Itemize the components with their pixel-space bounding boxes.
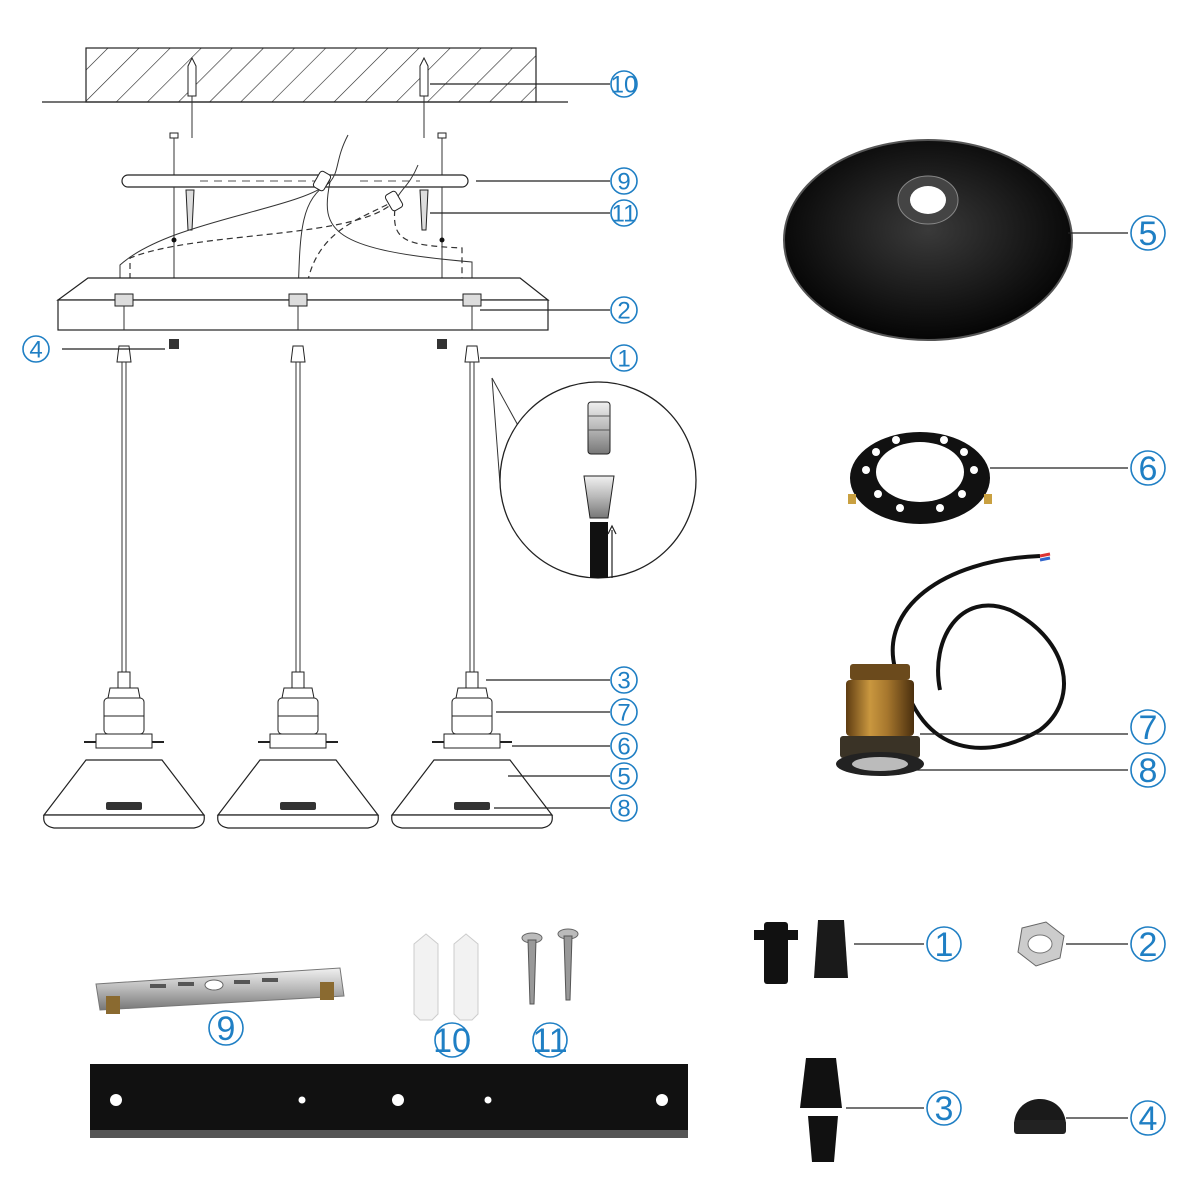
bracket-screw-right [437, 132, 447, 175]
svg-text:5: 5 [617, 764, 630, 791]
svg-text:9: 9 [217, 1010, 236, 1048]
svg-text:7: 7 [1139, 709, 1158, 747]
svg-text:1: 1 [935, 926, 954, 964]
label-8-right: 8 [1130, 752, 1166, 790]
label-2-bottom: 2 [1130, 926, 1166, 964]
label-10-bottom: 10 [433, 1022, 471, 1060]
label-2-top: 2 [610, 296, 638, 325]
svg-text:3: 3 [935, 1090, 954, 1128]
label-6-right: 6 [1130, 450, 1166, 488]
canopy-nut-middle [288, 293, 308, 330]
lamp-shade-part [783, 139, 1073, 341]
svg-text:2: 2 [1139, 926, 1158, 964]
mounting-bracket [121, 174, 469, 188]
svg-text:7: 7 [617, 700, 630, 727]
label-10-top: 10 [610, 70, 638, 99]
cap-nut-right [437, 339, 447, 349]
label-11-bottom: 11 [532, 1022, 568, 1060]
bracket-screw-left [169, 132, 179, 175]
svg-text:4: 4 [1139, 1100, 1158, 1138]
cap-nut-left [169, 339, 179, 349]
wall-anchor-left [187, 56, 197, 138]
leader-lines-left [62, 83, 610, 809]
label-9-top: 9 [610, 167, 638, 196]
svg-text:4: 4 [29, 337, 42, 364]
screws-part [521, 928, 579, 1005]
label-3-bottom: 3 [926, 1090, 962, 1128]
wall-anchors-part [413, 933, 479, 1021]
label-7-right: 7 [1130, 709, 1166, 747]
svg-text:1: 1 [617, 346, 630, 373]
lamp-socket-with-cord-part [836, 552, 1066, 776]
cord-strain-relief-part [800, 1058, 842, 1162]
label-6-top: 6 [610, 732, 638, 761]
hex-nut-part [1017, 921, 1065, 967]
label-5-top: 5 [610, 762, 638, 791]
svg-text:3: 3 [617, 668, 630, 695]
ceiling [42, 47, 568, 103]
canopy-base-plate-part [90, 1064, 688, 1138]
cap-nut-part [1014, 1099, 1066, 1134]
svg-text:9: 9 [617, 169, 630, 196]
wall-anchor-right [419, 56, 429, 138]
svg-text:11: 11 [532, 1022, 567, 1060]
svg-text:5: 5 [1139, 215, 1158, 253]
cable-grip-part [754, 920, 848, 984]
svg-text:6: 6 [617, 734, 630, 761]
canopy-nut-left [114, 293, 134, 330]
pendant-middle [216, 345, 380, 829]
label-7-top: 7 [610, 698, 638, 727]
svg-text:2: 2 [617, 298, 630, 325]
label-4-bottom: 4 [1130, 1100, 1166, 1138]
wiring [119, 134, 473, 301]
svg-text:8: 8 [617, 796, 630, 823]
pendant-right [390, 345, 554, 829]
svg-text:11: 11 [612, 201, 637, 228]
svg-text:10: 10 [611, 72, 638, 99]
label-1-bottom: 1 [926, 926, 962, 964]
label-5-right: 5 [1130, 215, 1166, 253]
label-11-top: 11 [610, 199, 638, 228]
svg-text:6: 6 [1139, 450, 1158, 488]
label-8-top: 8 [610, 794, 638, 823]
label-9-bottom: 9 [208, 1010, 244, 1048]
mounting-bracket-part [95, 967, 345, 1014]
shade-ring-part [848, 432, 992, 524]
pendant-left [42, 345, 206, 829]
svg-text:10: 10 [433, 1022, 471, 1060]
cable-grip-detail-callout [491, 377, 697, 579]
canopy-nut-right [462, 293, 482, 330]
label-3-top: 3 [610, 666, 638, 695]
label-1-top: 1 [610, 344, 638, 373]
label-4-top: 4 [22, 335, 50, 364]
svg-text:8: 8 [1139, 752, 1158, 790]
